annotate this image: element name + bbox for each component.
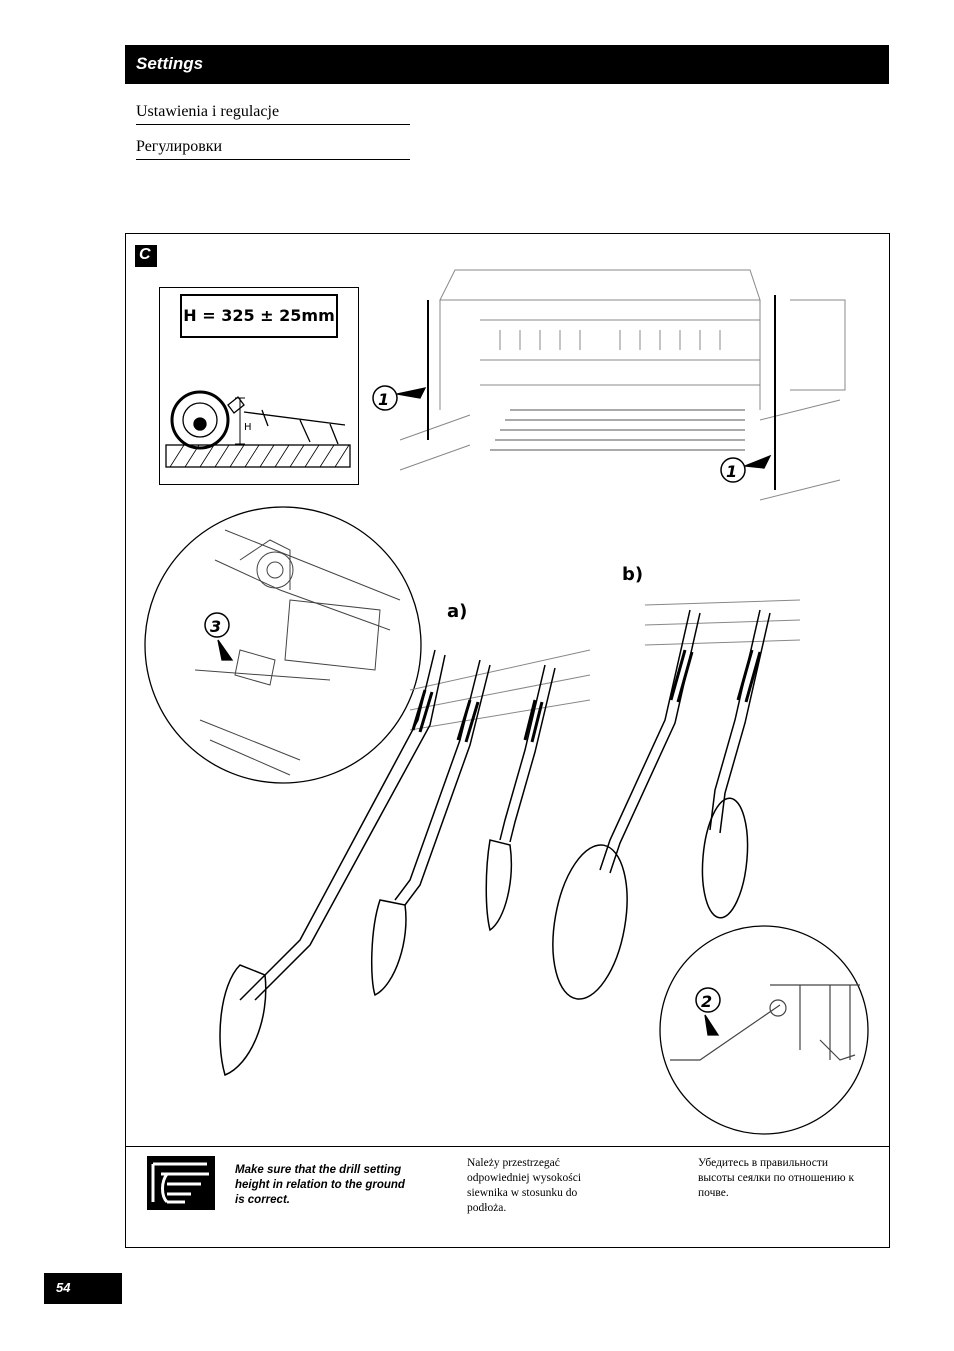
callout-3-label: 3 xyxy=(210,617,221,636)
drive-wheel-icon xyxy=(170,390,230,450)
variant-a-label: a) xyxy=(447,601,467,622)
section-label: C xyxy=(139,246,151,263)
note-hand-icon xyxy=(147,1156,215,1210)
note-russian: Убедитесь в правильности высоты сеялки п… xyxy=(698,1157,855,1199)
height-diagram-box xyxy=(159,287,359,485)
callout-2 xyxy=(695,987,721,1013)
frame-divider xyxy=(126,1146,889,1147)
callout-1-left xyxy=(372,385,398,411)
drill-frame-illustration xyxy=(399,269,846,501)
coulters-variant-b xyxy=(552,599,801,1000)
callout-3 xyxy=(204,612,230,638)
callout-1-left-label: 1 xyxy=(378,390,389,409)
page-number: 54 xyxy=(56,1280,71,1295)
height-formula: H = 325 ± 25mm xyxy=(180,294,338,338)
adjustment-detail-circle xyxy=(144,506,422,784)
variant-b-label: b) xyxy=(622,564,643,585)
ground-hatch xyxy=(165,444,351,468)
coulters-variant-a xyxy=(219,649,591,1077)
callout-2-label: 2 xyxy=(701,992,712,1011)
callout-1-right-label: 1 xyxy=(726,462,737,481)
header-bar: Settings xyxy=(125,45,889,84)
figure-frame: C xyxy=(125,233,890,1248)
note-english: Make sure that the drill setting height … xyxy=(235,1164,405,1206)
section-badge: C xyxy=(135,245,157,267)
page-number-badge: 54 xyxy=(44,1273,122,1304)
header-title: Settings xyxy=(136,54,204,73)
note-polish: Należy przestrzegać odpowiedniej wysokoś… xyxy=(467,1157,582,1214)
crank-detail-circle xyxy=(659,925,869,1135)
height-marker: H xyxy=(244,422,252,433)
subtitle-polish: Ustawienia i regulacje xyxy=(136,102,410,125)
subtitle-russian: Регулировки xyxy=(136,137,410,160)
callout-1-right xyxy=(720,457,746,483)
